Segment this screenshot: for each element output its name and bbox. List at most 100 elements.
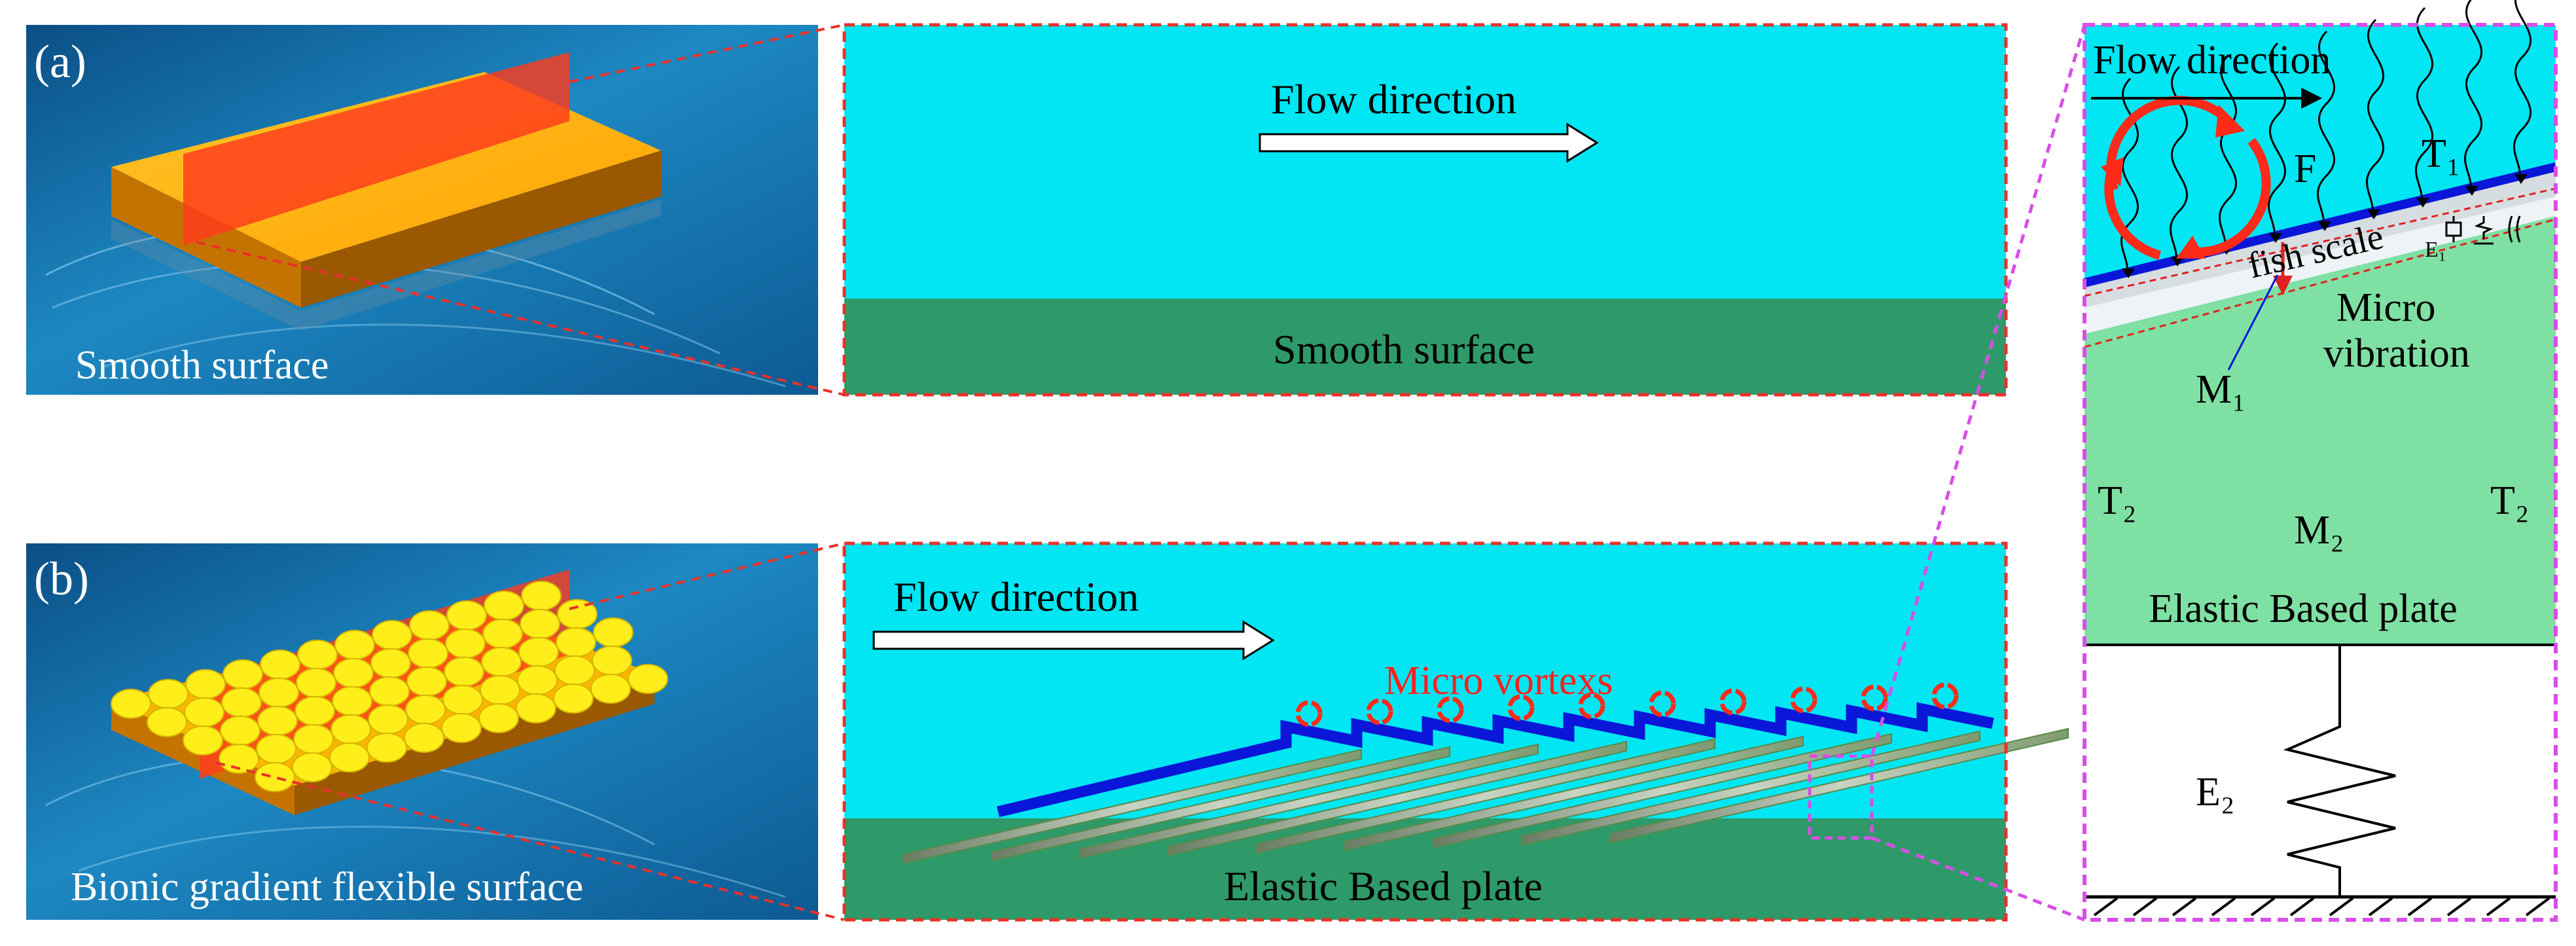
ground-hatch (2172, 897, 2197, 917)
scale-disc (257, 706, 298, 736)
micro-vortex-icon (1719, 688, 1747, 716)
force-line (2219, 54, 2238, 252)
scale-disc (518, 637, 559, 667)
force-line (2513, 0, 2532, 181)
force-line (2120, 77, 2139, 276)
scale-disc (593, 617, 634, 647)
micro-vortex-label: Micro vortexs (1384, 659, 1613, 703)
detail-panel (2083, 0, 2558, 922)
scale-strip (991, 746, 1450, 862)
flow-arrow-icon (872, 620, 1275, 661)
scale-disc (292, 752, 332, 782)
schematic-bionic (842, 541, 2069, 922)
ground-hatch (2486, 897, 2511, 917)
force-line (2366, 18, 2385, 217)
schematic-smooth (842, 23, 2008, 397)
scale-disc (484, 591, 524, 621)
scale-disc (408, 638, 448, 668)
panel-b-render-caption: Bionic gradient flexible surface (71, 865, 583, 909)
scale-strip (1256, 738, 1715, 854)
micro-vortex-icon (1931, 682, 1959, 710)
force-line (2268, 42, 2287, 240)
force-arrow-icon (2122, 268, 2135, 278)
detail-e1-label: E₁ (2425, 238, 2446, 262)
ground-hatch (2446, 897, 2472, 917)
scale-disc (442, 685, 483, 715)
micro-vortex-icon (1861, 684, 1888, 712)
panel-a-surface-label: Smooth surface (1273, 326, 1535, 373)
micro-vortex-icon (1437, 696, 1464, 723)
scale-strip (1433, 733, 1892, 849)
scale-disc (295, 696, 335, 726)
scale-disc (329, 742, 370, 773)
scale-disc (441, 713, 482, 743)
panel-b-flow-label: Flow direction (893, 573, 1139, 620)
panel-b-plate-label: Elastic Based plate (1224, 863, 1543, 909)
force-arrow-icon (2514, 174, 2528, 184)
scale-disc (521, 581, 562, 611)
detail-plate-label: Elastic Based plate (2149, 587, 2458, 631)
scale-disc (406, 666, 447, 697)
render-bionic-surface (26, 543, 818, 920)
force-arrow-icon (2367, 209, 2380, 219)
scale-disc (297, 640, 338, 670)
detail-m2-label: M₂ (2294, 508, 2344, 553)
force-arrow-icon (2416, 198, 2429, 208)
panel-a-tag: (a) (34, 35, 86, 88)
scale-disc (334, 630, 375, 660)
micro-label: Micro (2336, 285, 2436, 330)
scale-disc (372, 620, 412, 650)
scale-disc (444, 657, 484, 687)
scale-disc (111, 689, 151, 719)
render-smooth-surface (26, 25, 818, 395)
spring-icon (2283, 697, 2396, 897)
scale-disc (223, 659, 263, 689)
ground-hatch (2250, 897, 2276, 917)
scale-disc (147, 707, 187, 737)
micro-vortex-icon (1578, 692, 1605, 719)
flow-arrow-icon (1259, 122, 1599, 163)
scale-disc (293, 724, 334, 754)
scale-disc (255, 762, 295, 792)
scale-disc (556, 627, 596, 657)
force-line (2317, 30, 2336, 228)
ground-hatch (2132, 897, 2158, 917)
force-arrow-icon (2465, 186, 2478, 196)
scale-disc (332, 686, 372, 716)
detail-t2-right-label: T₂ (2490, 479, 2530, 523)
scale-disc (517, 665, 558, 695)
scale-disc (259, 678, 299, 708)
scale-strip (1079, 743, 1539, 860)
scale-disc (554, 655, 595, 685)
scale-disc (220, 716, 260, 746)
panel-a-render-caption: Smooth surface (75, 343, 329, 388)
micro-vortex-icon (1649, 690, 1676, 718)
scale-strip (1521, 730, 1980, 846)
force-arrow-icon (2269, 233, 2282, 243)
panel-b-tag: (b) (34, 553, 89, 605)
force-line (2464, 0, 2483, 193)
scale-strip (903, 748, 1362, 865)
panel-a-flow-label: Flow direction (1271, 76, 1516, 122)
scale-disc (183, 725, 223, 755)
scale-disc (185, 669, 226, 699)
detail-flow-label: Flow direction (2093, 38, 2331, 82)
scale-disc (148, 679, 188, 709)
scale-disc (446, 600, 487, 630)
scale-disc (184, 697, 224, 727)
ground-hatch (2407, 897, 2433, 917)
detail-t2-left-label: T₂ (2098, 479, 2137, 523)
scale-disc (331, 714, 371, 744)
vibration-label: vibration (2323, 331, 2470, 376)
scale-disc (478, 703, 519, 733)
scale-disc (296, 668, 336, 698)
detail-e2-label: E₂ (2196, 770, 2235, 814)
scale-strip (1168, 740, 1627, 857)
ground-hatch (2289, 897, 2315, 917)
vortex-rotation-icon (2101, 96, 2271, 260)
scale-disc (520, 609, 560, 639)
scale-disc (516, 693, 556, 723)
detail-t1-label: T₁ (2422, 132, 2461, 176)
force-line (2415, 7, 2434, 205)
